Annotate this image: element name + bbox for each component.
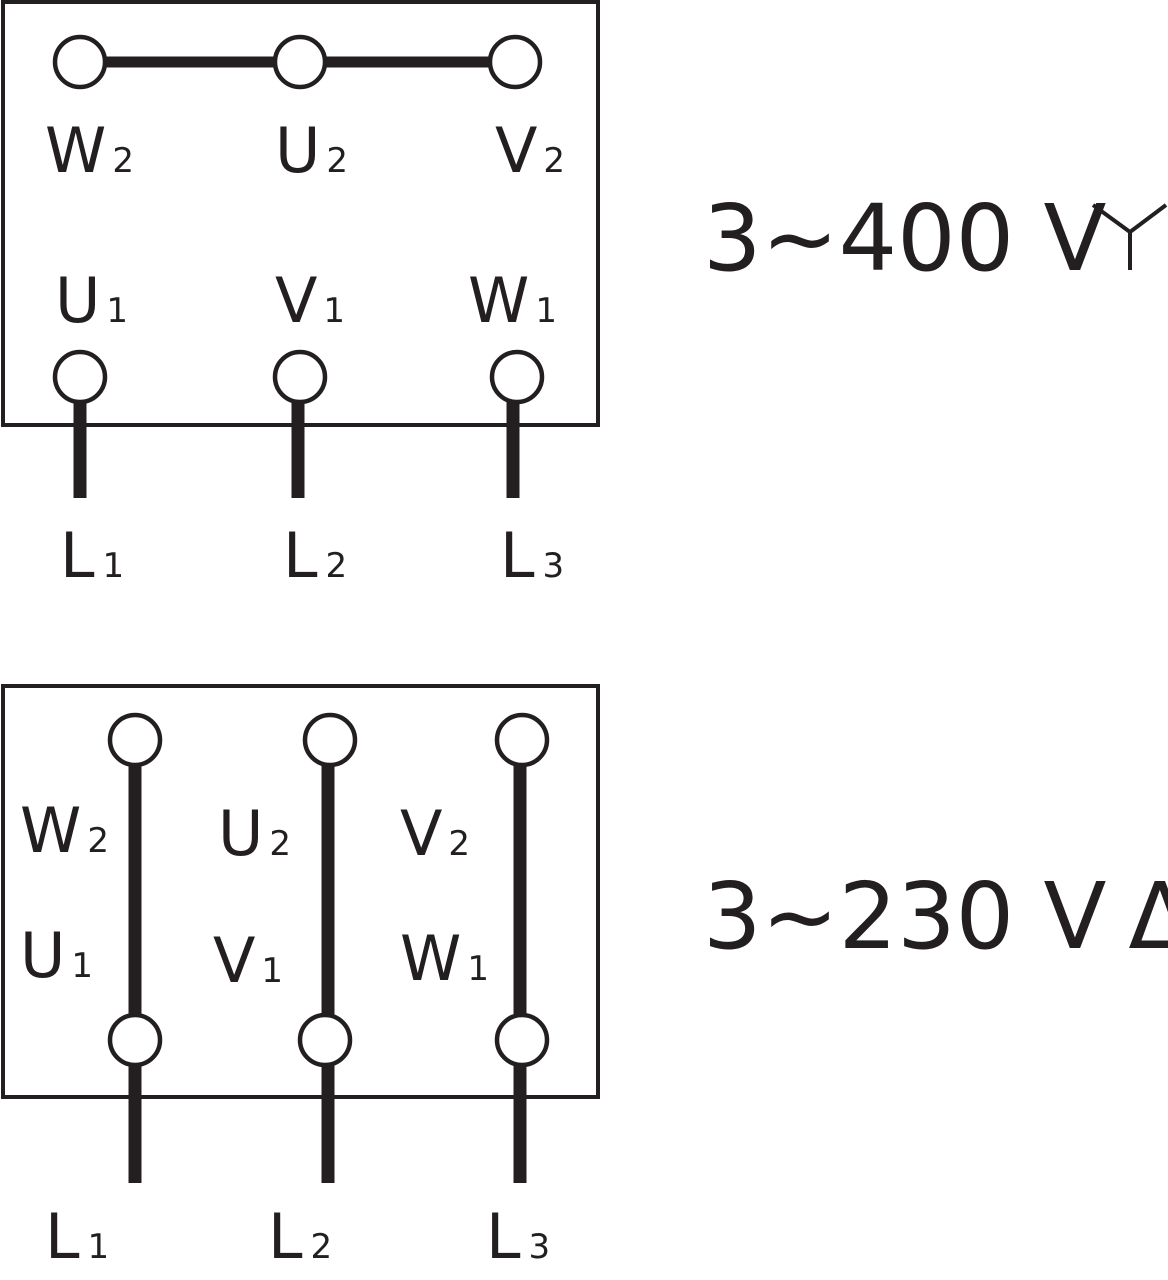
terminal-v1 <box>272 349 328 405</box>
terminal-u2 <box>272 34 328 90</box>
terminal-box-delta <box>1 684 600 1099</box>
star-symbol-icon <box>1091 203 1168 270</box>
terminal-v2 <box>487 34 543 90</box>
terminal-v2 <box>494 712 550 768</box>
terminal-w1 <box>494 1012 550 1068</box>
terminal-w1 <box>489 349 545 405</box>
terminal-v1 <box>297 1012 353 1068</box>
voltage-star: 3~400 V <box>703 185 1106 292</box>
terminal-u1 <box>107 1012 163 1068</box>
terminal-u2 <box>302 712 358 768</box>
terminal-u1 <box>52 349 108 405</box>
delta-symbol-icon: Δ <box>1128 863 1168 970</box>
terminal-w2 <box>52 34 108 90</box>
terminal-w2 <box>107 712 163 768</box>
